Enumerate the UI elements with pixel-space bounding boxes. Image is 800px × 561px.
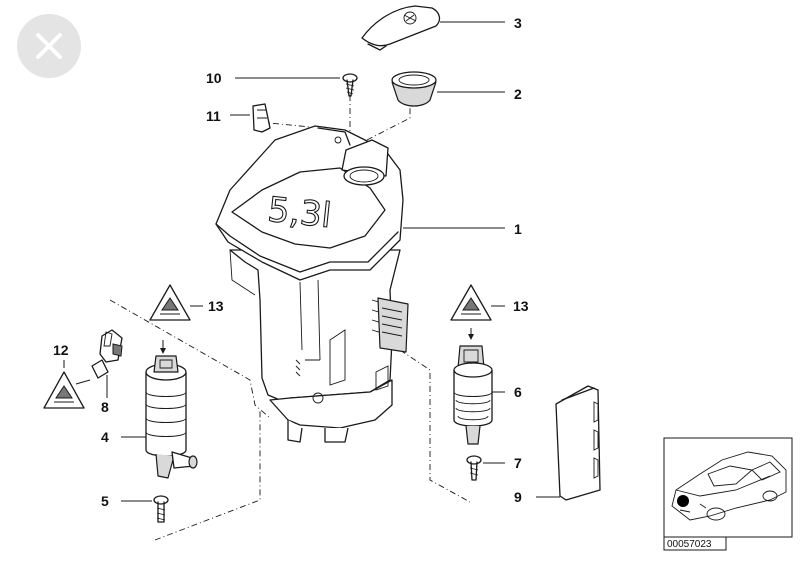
callout-12: 12	[53, 342, 69, 358]
callout-11: 11	[206, 108, 221, 124]
part-13-warning-label-left[interactable]	[149, 284, 191, 321]
part-11-clip[interactable]	[252, 103, 271, 133]
diagram-reference-number: 00057023	[667, 539, 712, 550]
part-12-warning-label[interactable]	[43, 371, 85, 409]
callout-6: 6	[514, 384, 522, 400]
part-13-warning-label-right[interactable]	[450, 284, 492, 321]
callout-4: 4	[101, 429, 109, 445]
tank-capacity-marking: 5,3l	[266, 190, 333, 236]
callout-7: 7	[514, 455, 522, 471]
part-8-connector[interactable]	[91, 329, 123, 379]
location-marker-dot	[677, 495, 689, 507]
part-7-screw[interactable]	[466, 455, 482, 481]
assembly-lines	[109, 95, 471, 541]
part-3-cap[interactable]	[361, 5, 441, 51]
part-10-screw[interactable]	[342, 73, 358, 97]
callout-8: 8	[101, 399, 109, 415]
callout-9: 9	[514, 489, 522, 505]
leader-12-link	[75, 379, 91, 385]
callout-numbers: 3 2 10 11 1 13 13 12 8 4 5 6 7 9	[53, 15, 529, 509]
callout-3: 3	[514, 15, 522, 31]
part-1-reservoir[interactable]: 5,3l	[215, 125, 409, 443]
callout-13-left: 13	[208, 298, 224, 314]
callout-10: 10	[206, 70, 222, 86]
part-9-cover[interactable]	[555, 385, 601, 501]
callout-5: 5	[101, 493, 109, 509]
part-5-bolt[interactable]	[153, 495, 169, 523]
part-4-washer-pump[interactable]	[145, 340, 198, 479]
callout-2: 2	[514, 86, 522, 102]
vehicle-locator-inset: 00057023	[663, 437, 793, 551]
close-button[interactable]	[17, 14, 81, 78]
close-icon	[36, 33, 62, 59]
callout-13-right: 13	[513, 298, 529, 314]
part-2-filler-ring[interactable]	[391, 71, 437, 107]
callout-1: 1	[514, 221, 522, 237]
part-6-washer-pump[interactable]	[453, 328, 493, 445]
